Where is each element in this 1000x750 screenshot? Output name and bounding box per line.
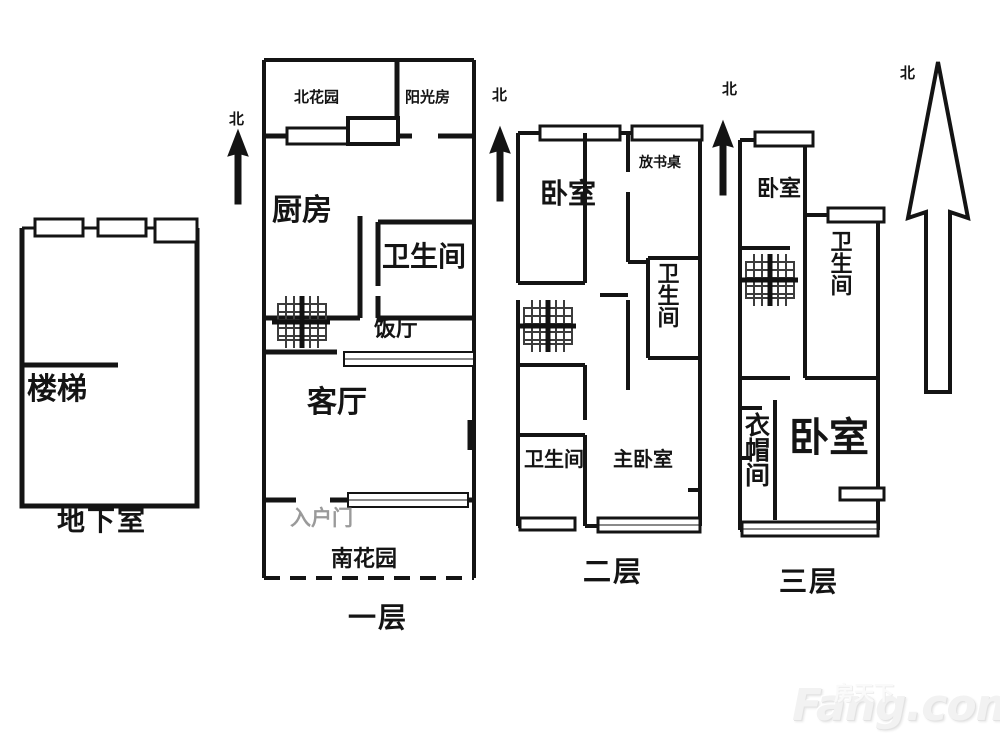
room-label-kitchen: 厨房 <box>272 194 332 227</box>
room-label-bedroom-f3-large: 卧室 <box>789 416 869 460</box>
room-label-master-bedroom: 主卧室 <box>613 449 673 471</box>
floor3-plan <box>738 130 886 538</box>
floor-title-1: 一层 <box>348 602 409 633</box>
floor-title-basement: 地下室 <box>57 505 148 536</box>
floor2-plan <box>516 124 704 534</box>
basement-plan <box>19 217 200 509</box>
room-label-south-garden: 南花园 <box>331 546 398 571</box>
north-label-floor2: 北 <box>722 81 738 98</box>
room-label-bathroom-f1: 卫生间 <box>382 241 467 272</box>
north-arrow-floor1 <box>227 128 249 205</box>
window <box>838 486 886 502</box>
watermark-latin: Fang.com <box>792 680 1000 731</box>
room-label-living: 客厅 <box>307 386 367 419</box>
window <box>518 516 577 532</box>
window <box>826 206 886 224</box>
room-label-entry-door: 入户门 <box>290 507 353 530</box>
stairs-symbol <box>272 296 330 348</box>
north-label-floor1b: 北 <box>492 87 508 104</box>
door-opening <box>346 116 400 146</box>
window <box>33 217 85 238</box>
window <box>96 217 148 238</box>
room-label-stairs: 楼梯 <box>27 373 87 406</box>
north-arrow-glyph <box>489 125 511 202</box>
north-arrow-floor2 <box>712 119 734 196</box>
north-arrow-floor1b <box>489 125 511 202</box>
room-label-bathroom-f2-lower: 卫生间 <box>524 449 584 471</box>
watermark-chinese: 房天下 <box>834 683 894 705</box>
room-label-north-garden: 北花园 <box>294 89 340 106</box>
floor-title-2: 二层 <box>583 556 644 587</box>
room-label-bedroom-f3-small: 卧室 <box>757 176 802 201</box>
north-arrow-glyph <box>227 128 249 205</box>
floor-title-3: 三层 <box>779 566 840 597</box>
window <box>538 124 622 142</box>
stairs-symbol <box>518 300 576 352</box>
watermark: Fang.com 房天下 <box>792 676 1000 738</box>
room-label-dining: 饭厅 <box>374 316 419 341</box>
north-arrow-main <box>905 61 971 394</box>
window <box>153 217 199 244</box>
room-label-bedroom-f2: 卧室 <box>540 178 597 209</box>
room-label-bathroom-f2-upper: 卫生间 <box>654 262 680 328</box>
window <box>630 124 704 142</box>
north-label-main: 北 <box>900 65 916 82</box>
north-arrow-glyph-outline <box>905 61 971 394</box>
room-label-desk: 放书桌 <box>639 154 681 170</box>
room-label-sunroom: 阳光房 <box>405 89 451 106</box>
north-arrow-glyph <box>712 119 734 196</box>
window <box>753 130 815 148</box>
window <box>285 126 351 146</box>
north-label-floor1: 北 <box>229 111 245 128</box>
room-label-bathroom-f3: 卫生间 <box>827 230 853 296</box>
floor1-plan <box>262 58 476 580</box>
stairs-symbol <box>740 254 798 306</box>
room-label-walk-in-closet: 衣帽间 <box>741 412 770 487</box>
